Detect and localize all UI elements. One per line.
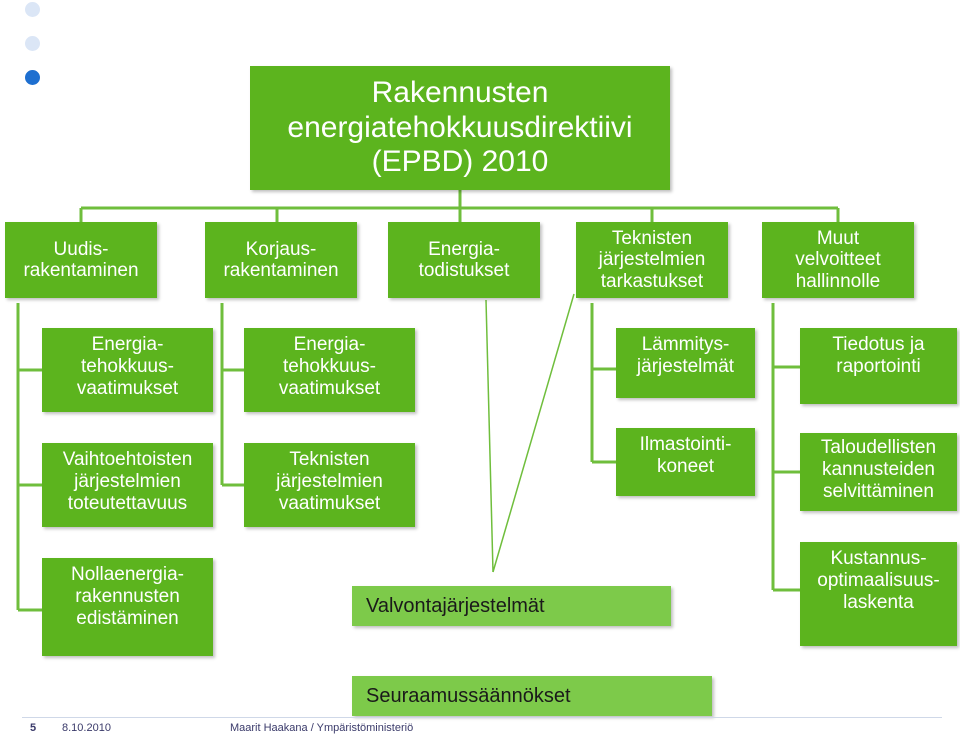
node-label: Muut velvoitteet hallinnolle xyxy=(795,227,881,292)
node-vaihtoehtoiset: Vaihtoehtoisten järjestelmien toteutetta… xyxy=(42,443,213,527)
bar-seuraamussaannokset: Seuraamussäännökset xyxy=(352,676,712,716)
decor-dot-1 xyxy=(25,2,40,17)
node-label: Tiedotus ja raportointi xyxy=(832,334,925,377)
decor-dot-2 xyxy=(25,36,40,51)
node-label: Taloudellisten kannusteiden selvittämine… xyxy=(820,437,937,502)
title-box: Rakennusten energiatehokkuusdirektiivi (… xyxy=(250,66,670,190)
node-kustannusoptimaalisuus: Kustannus- optimaalisuus- laskenta xyxy=(800,542,957,646)
node-tekniset-vaatimukset: Teknisten järjestelmien vaatimukset xyxy=(244,443,415,527)
node-uudis-energiatehokkuus: Energia- tehokkuus- vaatimukset xyxy=(42,328,213,412)
node-korjausrakentaminen: Korjaus- rakentaminen xyxy=(205,222,357,298)
node-label: Kustannus- optimaalisuus- laskenta xyxy=(817,548,940,613)
bar-label: Seuraamussäännökset xyxy=(366,684,571,707)
node-tiedotus: Tiedotus ja raportointi xyxy=(800,328,957,404)
node-uudisrakentaminen: Uudis- rakentaminen xyxy=(5,222,157,298)
node-ilmastointi: Ilmastointi- koneet xyxy=(616,428,755,496)
node-label: Ilmastointi- koneet xyxy=(639,434,732,477)
node-korjaus-energiatehokkuus: Energia- tehokkuus- vaatimukset xyxy=(244,328,415,412)
node-taloudelliset: Taloudellisten kannusteiden selvittämine… xyxy=(800,433,957,511)
node-label: Vaihtoehtoisten järjestelmien toteutetta… xyxy=(62,449,193,514)
node-label: Energia- tehokkuus- vaatimukset xyxy=(76,334,179,399)
node-nollaenergia: Nollaenergia- rakennusten edistäminen xyxy=(42,558,213,656)
title-text: Rakennusten energiatehokkuusdirektiivi (… xyxy=(287,76,633,179)
footer-author: Maarit Haakana / Ympäristöministeriö xyxy=(230,722,414,734)
node-label: Nollaenergia- rakennusten edistäminen xyxy=(70,564,184,629)
node-label: Teknisten järjestelmien tarkastukset xyxy=(598,227,706,292)
footer-date: 8.10.2010 xyxy=(62,722,111,734)
node-lammitys: Lämmitys- järjestelmät xyxy=(616,328,755,398)
node-label: Teknisten järjestelmien vaatimukset xyxy=(276,449,383,514)
node-label: Lämmitys- järjestelmät xyxy=(636,334,735,377)
node-label: Energia- tehokkuus- vaatimukset xyxy=(278,334,381,399)
decor-dot-3 xyxy=(25,70,40,85)
bar-valvontajarjestelmat: Valvontajärjestelmät xyxy=(352,586,671,626)
node-label: Korjaus- rakentaminen xyxy=(223,238,339,281)
bar-label: Valvontajärjestelmät xyxy=(366,594,545,617)
footer-divider xyxy=(22,717,942,718)
node-energiatodistukset: Energia- todistukset xyxy=(388,222,540,298)
node-muut-velvoitteet: Muut velvoitteet hallinnolle xyxy=(762,222,914,298)
node-label: Uudis- rakentaminen xyxy=(23,238,139,281)
footer-page-number: 5 xyxy=(30,722,37,734)
node-label: Energia- todistukset xyxy=(418,238,510,281)
node-tarkastukset: Teknisten järjestelmien tarkastukset xyxy=(576,222,728,298)
